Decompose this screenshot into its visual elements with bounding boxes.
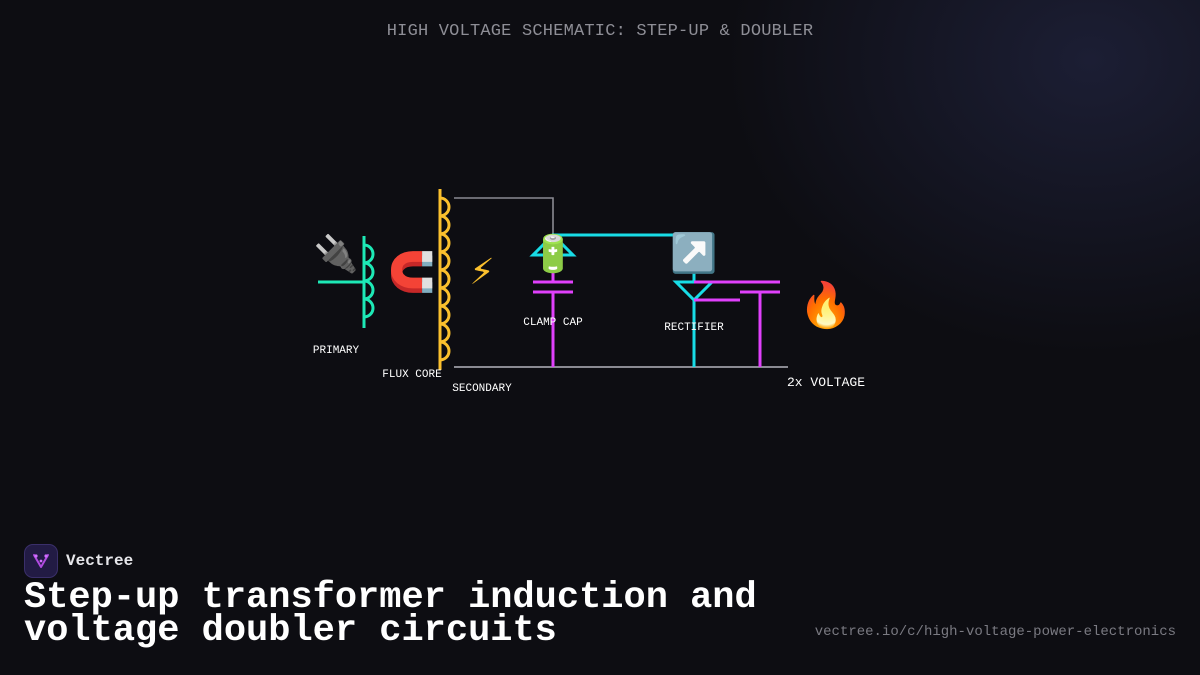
primary-label: PRIMARY <box>313 345 360 357</box>
plug-icon: 🔌 <box>314 233 359 275</box>
arrow-up-right-icon: ↗️ <box>670 231 717 275</box>
output-label: 2x VOLTAGE <box>787 375 865 390</box>
clamp-cap-label: CLAMP CAP <box>523 317 583 329</box>
brand: Vectree <box>24 544 133 578</box>
primary-coil <box>363 243 375 319</box>
brand-logo-icon <box>24 544 58 578</box>
battery-icon: 🔋 <box>531 233 576 275</box>
fire-icon: 🔥 <box>799 280 854 331</box>
brand-name: Vectree <box>66 552 134 570</box>
source-url: vectree.io/c/high-voltage-power-electron… <box>814 624 1176 640</box>
secondary-coil <box>439 196 451 362</box>
rectifier-diode-symbol <box>672 280 716 303</box>
secondary-top-wire <box>454 197 554 235</box>
magnet-icon: 🧲 <box>388 250 435 294</box>
diagram-title: HIGH VOLTAGE SCHEMATIC: STEP-UP & DOUBLE… <box>386 22 814 41</box>
flux-core-label: FLUX CORE <box>382 369 442 381</box>
lightning-icon: ⚡ <box>469 252 494 293</box>
rectifier-label: RECTIFIER <box>664 322 724 334</box>
secondary-label: SECONDARY <box>452 383 512 395</box>
headline: Step-up transformer induction and voltag… <box>24 577 757 652</box>
